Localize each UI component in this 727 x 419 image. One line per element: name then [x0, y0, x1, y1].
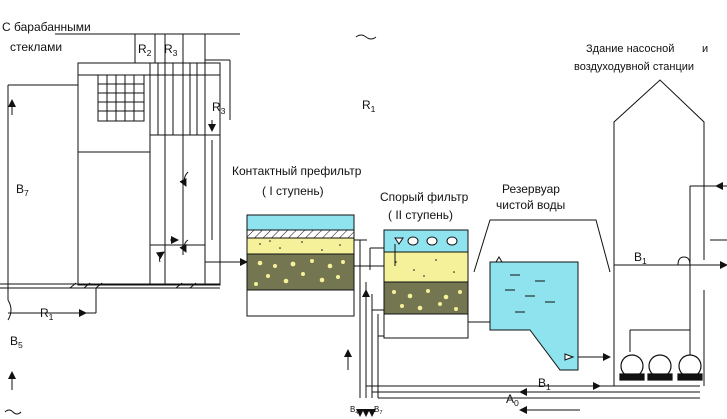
pipe-label-b5: B5 [10, 334, 23, 351]
drum-screen-grid [97, 74, 145, 122]
drum-screens-label-line2: стеклами [10, 40, 63, 54]
pipe-label-b7-bottom: B7 [374, 405, 383, 417]
pipe-label-b7-left: B7 [16, 182, 29, 199]
pump-units [619, 354, 703, 381]
clear-water-reservoir [473, 219, 611, 371]
pump-station-label-line3: воздуходувной станции [574, 61, 695, 73]
pump-station-label-line1: Здание насосной [586, 43, 675, 55]
drum-screen-arrows [155, 171, 189, 263]
pipe-label-r3-top: R3 [164, 42, 178, 59]
rapid-filter-label-line1: Спорый фильтр [380, 190, 469, 204]
pipe-label-b1-right: B1 [634, 250, 647, 267]
break-marks [4, 34, 377, 415]
pump-station-label-line2: и [702, 43, 709, 55]
rapid-filter-label-line2: ( II ступень) [388, 208, 454, 222]
contact-prefilter-label-line2: ( I ступень) [262, 184, 324, 198]
pipe-label-b1-bottom: B1 [538, 376, 551, 393]
pump-station-building [613, 79, 727, 386]
rapid-filter [383, 229, 469, 339]
connecting-pipes [344, 239, 700, 417]
contact-prefilter-label-line1: Контактный префильтр [232, 164, 362, 178]
reservoir-label-line2: чистой воды [496, 198, 566, 212]
pipe-label-r1-top: R1 [362, 98, 376, 115]
contact-prefilter [246, 214, 355, 317]
pipe-label-r1-left: R1 [40, 306, 54, 323]
pipe-label-a0: A0 [506, 392, 519, 409]
pipe-label-r2: R2 [138, 42, 152, 59]
pipe-label-b4-bottom: B4 [350, 405, 359, 417]
pipe-label-r3-mid: R3 [212, 100, 226, 117]
left-pipes [7, 59, 248, 390]
reservoir-label-line1: Резервуар [502, 182, 560, 196]
drum-screens-label-line1: С барабанными [2, 20, 91, 34]
